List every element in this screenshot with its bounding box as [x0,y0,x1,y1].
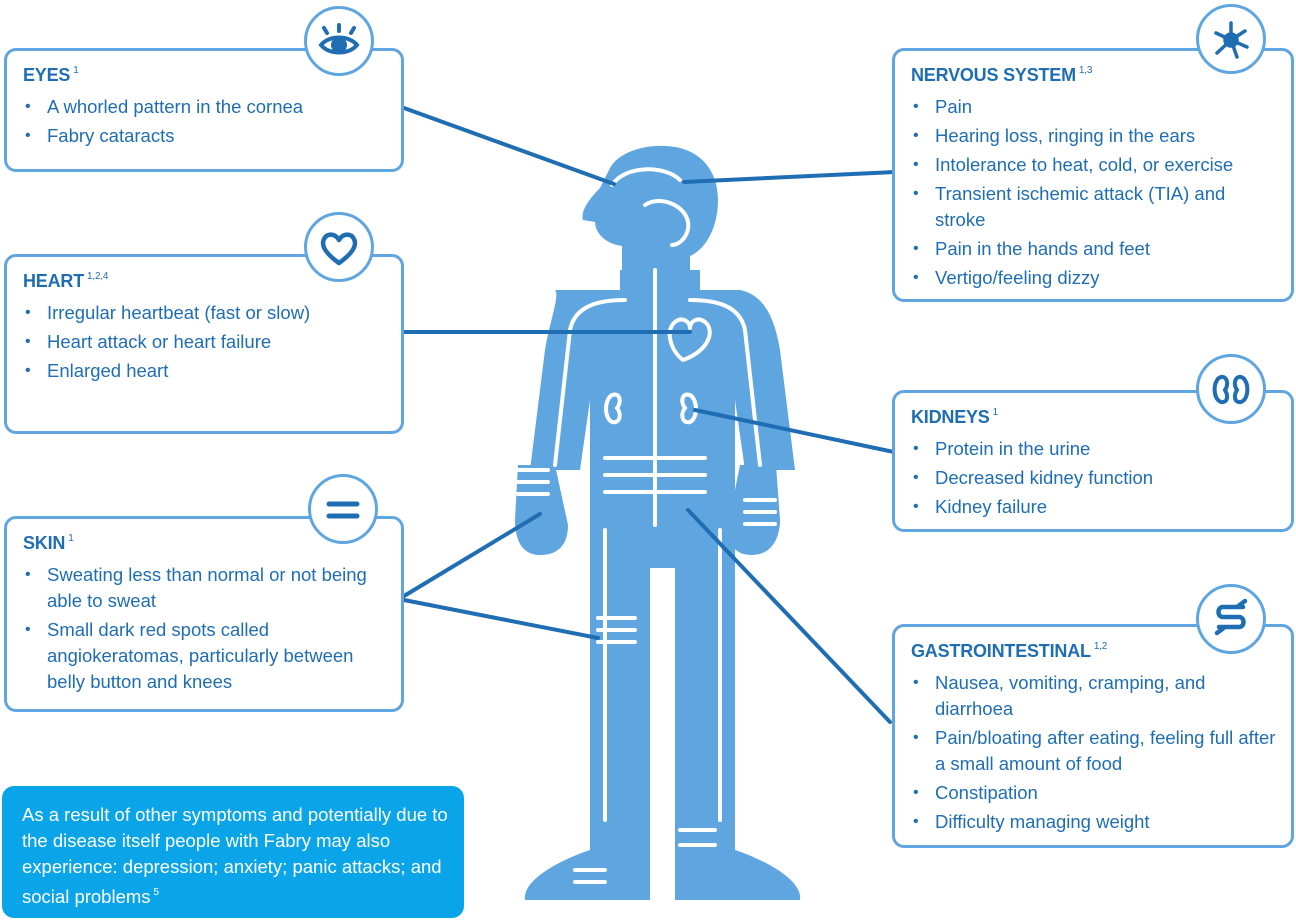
psychological-effects-note: As a result of other symptoms and potent… [2,786,464,918]
list-item: Pain in the hands and feet [911,236,1277,262]
skin-icon [308,474,378,544]
note-ref: 5 [153,887,160,898]
kidneys-icon [1196,354,1266,424]
heart-icon [304,212,374,282]
list-item: A whorled pattern in the cornea [23,94,387,120]
nervous-system-list: Pain Hearing loss, ringing in the ears I… [911,94,1277,291]
list-item: Kidney failure [911,494,1277,520]
intestine-icon [1196,584,1266,654]
list-item: Small dark red spots called angiokeratom… [23,617,387,695]
list-item: Intolerance to heat, cold, or exercise [911,152,1277,178]
list-item: Fabry cataracts [23,123,387,149]
note-text: As a result of other symptoms and potent… [22,804,448,907]
list-item: Transient ischemic attack (TIA) and stro… [911,181,1277,233]
heart-list: Irregular heartbeat (fast or slow) Heart… [23,300,387,384]
list-item: Constipation [911,780,1277,806]
list-item: Sweating less than normal or not being a… [23,562,387,614]
list-item: Vertigo/feeling dizzy [911,265,1277,291]
list-item: Hearing loss, ringing in the ears [911,123,1277,149]
list-item: Heart attack or heart failure [23,329,387,355]
neuron-icon [1196,4,1266,74]
skin-list: Sweating less than normal or not being a… [23,562,387,695]
gastrointestinal-list: Nausea, vomiting, cramping, and diarrhoe… [911,670,1277,835]
list-item: Protein in the urine [911,436,1277,462]
list-item: Pain [911,94,1277,120]
list-item: Nausea, vomiting, cramping, and diarrhoe… [911,670,1277,722]
list-item: Irregular heartbeat (fast or slow) [23,300,387,326]
list-item: Difficulty managing weight [911,809,1277,835]
list-item: Pain/bloating after eating, feeling full… [911,725,1277,777]
list-item: Enlarged heart [23,358,387,384]
eye-icon [304,6,374,76]
kidneys-list: Protein in the urine Decreased kidney fu… [911,436,1277,520]
eyes-list: A whorled pattern in the cornea Fabry ca… [23,94,387,149]
list-item: Decreased kidney function [911,465,1277,491]
